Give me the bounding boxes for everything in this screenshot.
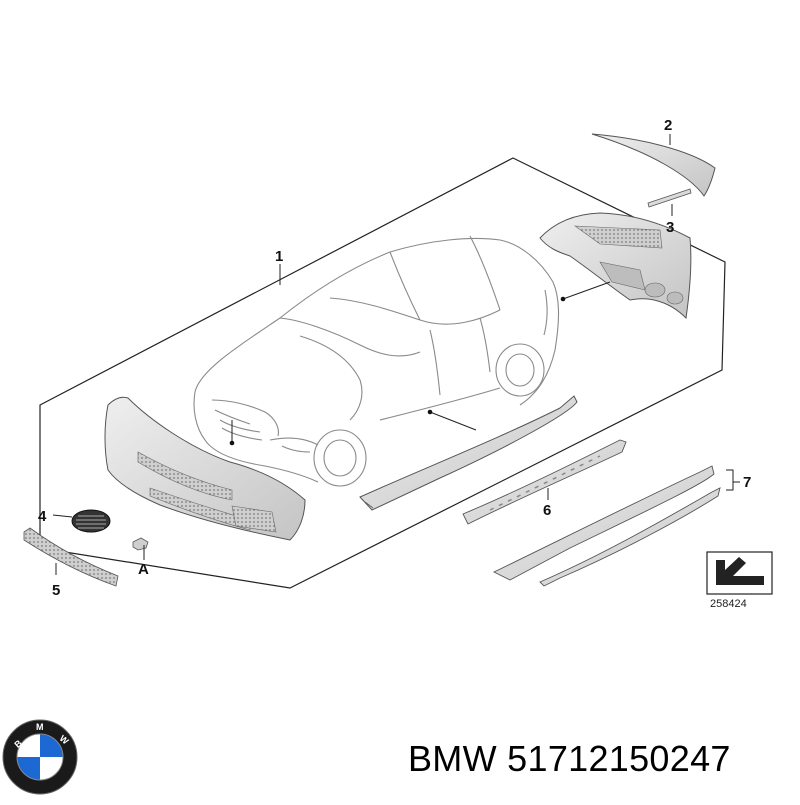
logo-letter-b: B	[12, 738, 24, 750]
reference-icon	[706, 551, 773, 595]
part-side-trim	[462, 439, 627, 525]
callout-3: 3	[666, 219, 674, 236]
part-number-label: BMW 51712150247	[408, 738, 731, 779]
leader-dots	[229, 296, 566, 446]
leader-lines	[52, 134, 740, 575]
reference-number: 258424	[710, 598, 747, 610]
callout-5: 5	[52, 582, 60, 599]
callout-1: 1	[275, 248, 283, 265]
part-kidney-grille	[71, 509, 111, 533]
callout-2: 2	[664, 117, 672, 134]
callout-6: 6	[543, 502, 551, 519]
callout-4: 4	[38, 508, 47, 525]
callout-7: 7	[743, 474, 751, 491]
part-spoiler-trim	[647, 188, 692, 208]
part-lower-grille	[23, 527, 119, 587]
part-rear-spoiler	[591, 133, 716, 197]
car-outline	[193, 235, 560, 487]
part-clip-a	[132, 537, 149, 551]
part-rear-bumper	[539, 212, 692, 320]
part-front-bumper	[104, 396, 306, 541]
callout-a: A	[138, 561, 149, 578]
part-sill-trims	[492, 465, 721, 587]
part-side-skirt	[359, 395, 578, 511]
logo-letter-m: M	[36, 722, 44, 732]
bmw-logo-icon: B M W	[2, 719, 78, 795]
